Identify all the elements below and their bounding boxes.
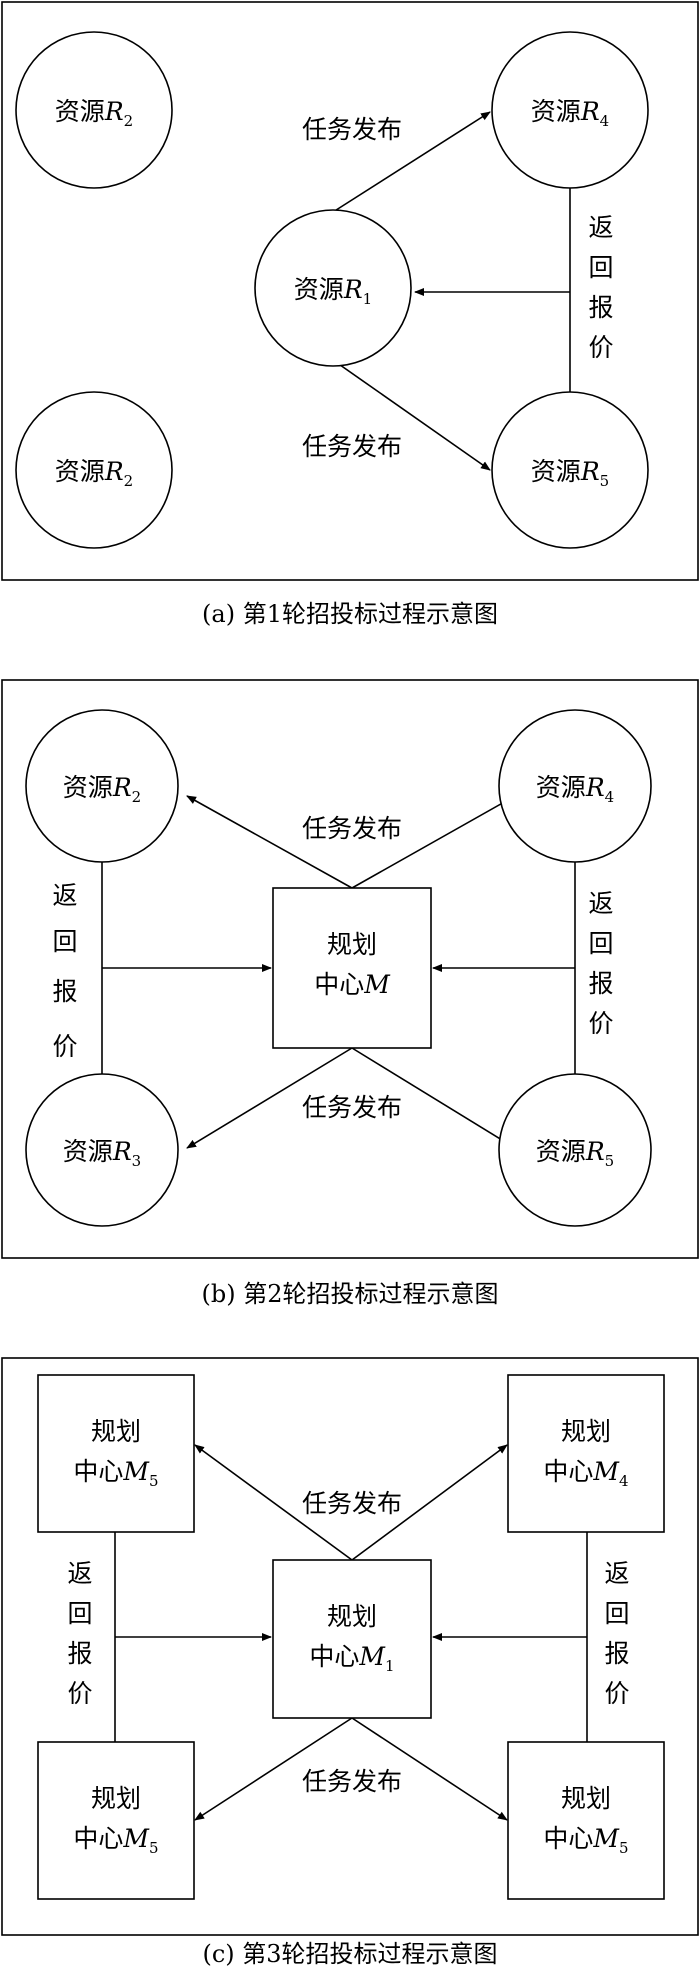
label-task-publish-bottom: 任务发布 bbox=[302, 1093, 402, 1122]
node-planning-center-tr: 规划 中心M4 bbox=[507, 1374, 665, 1533]
panel-b-frame bbox=[1, 679, 699, 1259]
svg-text:规划: 规划 bbox=[91, 1784, 141, 1813]
edge-center-r3 bbox=[186, 1047, 353, 1149]
svg-text:中心M5: 中心M5 bbox=[73, 1457, 158, 1490]
caption-c: (c) 第3轮招投标过程示意图 bbox=[202, 1940, 497, 1968]
label-right-bid-char-3: 报 bbox=[588, 969, 613, 998]
label-left-bid-char-1: 返 bbox=[67, 1559, 92, 1588]
label-right-bid-char-4: 价 bbox=[604, 1679, 629, 1708]
svg-text:资源R1: 资源R1 bbox=[294, 275, 372, 308]
node-resource-r2-bottom: 资源R2 bbox=[15, 391, 173, 549]
edge-center-bl bbox=[194, 1717, 353, 1821]
caption-a: (a) 第1轮招投标过程示意图 bbox=[202, 600, 498, 628]
svg-text:规划: 规划 bbox=[327, 930, 377, 959]
node-resource-r4: 资源R4 bbox=[491, 31, 649, 189]
node-resource-r5: 资源R5 bbox=[498, 1073, 652, 1227]
node-planning-center-m: 规划 中心M bbox=[272, 887, 432, 1049]
label-left-bid-char-4: 价 bbox=[52, 1032, 77, 1061]
label-left-bid-char-3: 报 bbox=[67, 1639, 92, 1668]
panel-b: 资源R2 资源R4 资源R3 资源R5 规划 中心M 任务发布 任务发布 返 回… bbox=[1, 679, 699, 1308]
caption-b: (b) 第2轮招投标过程示意图 bbox=[202, 1280, 499, 1308]
node-planning-center-br: 规划 中心M5 bbox=[507, 1741, 665, 1900]
label-task-publish-bottom: 任务发布 bbox=[302, 1767, 402, 1796]
node-resource-r1: 资源R1 bbox=[254, 209, 412, 367]
label-left-bid-char-4: 价 bbox=[67, 1679, 92, 1708]
edge-center-r4 bbox=[351, 795, 516, 889]
svg-text:资源R5: 资源R5 bbox=[536, 1137, 614, 1170]
edge-center-tl bbox=[194, 1444, 353, 1561]
node-resource-r2-top: 资源R2 bbox=[15, 31, 173, 189]
label-left-bid-char-1: 返 bbox=[52, 881, 77, 910]
svg-text:资源R4: 资源R4 bbox=[531, 97, 609, 130]
svg-text:资源R2: 资源R2 bbox=[55, 97, 133, 130]
svg-text:规划: 规划 bbox=[561, 1784, 611, 1813]
svg-text:规划: 规划 bbox=[561, 1417, 611, 1446]
label-right-bid-char-2: 回 bbox=[604, 1599, 629, 1628]
edge-center-br bbox=[351, 1717, 508, 1821]
svg-text:中心M4: 中心M4 bbox=[543, 1457, 628, 1490]
label-task-publish-top: 任务发布 bbox=[302, 814, 402, 843]
edge-center-tr bbox=[351, 1444, 508, 1561]
label-right-bid-char-1: 返 bbox=[588, 889, 613, 918]
svg-text:中心M5: 中心M5 bbox=[543, 1824, 628, 1857]
node-resource-r3: 资源R3 bbox=[25, 1073, 179, 1227]
label-right-bid-char-3: 报 bbox=[604, 1639, 629, 1668]
label-left-bid-char-3: 报 bbox=[52, 977, 77, 1006]
label-bid-char-4: 价 bbox=[588, 333, 613, 362]
label-right-bid-char-1: 返 bbox=[604, 1559, 629, 1588]
label-bid-char-3: 报 bbox=[588, 293, 613, 322]
node-planning-center-bl: 规划 中心M5 bbox=[37, 1741, 195, 1900]
label-right-bid-char-4: 价 bbox=[588, 1009, 613, 1038]
node-resource-r5: 资源R5 bbox=[491, 391, 649, 549]
label-bid-char-1: 返 bbox=[588, 213, 613, 242]
svg-text:资源R2: 资源R2 bbox=[55, 457, 133, 490]
node-resource-r4: 资源R4 bbox=[498, 709, 652, 863]
panel-a: 资源R2 资源R2 资源R1 资源R4 资源R5 任务发布 任务发布 返 回 报… bbox=[1, 1, 699, 628]
svg-text:资源R2: 资源R2 bbox=[63, 773, 141, 806]
svg-text:资源R3: 资源R3 bbox=[63, 1137, 141, 1170]
label-left-bid-char-2: 回 bbox=[52, 927, 77, 956]
edge-center-r2 bbox=[186, 795, 353, 889]
label-task-publish-bottom: 任务发布 bbox=[302, 432, 402, 461]
svg-text:中心M: 中心M bbox=[314, 970, 391, 999]
panel-a-frame bbox=[1, 1, 699, 581]
edge-r1-r5 bbox=[332, 359, 491, 471]
panel-c-frame bbox=[1, 1357, 699, 1936]
svg-text:规划: 规划 bbox=[327, 1602, 377, 1631]
svg-text:资源R4: 资源R4 bbox=[536, 773, 614, 806]
label-task-publish-top: 任务发布 bbox=[302, 115, 402, 144]
node-planning-center-m1: 规划 中心M1 bbox=[272, 1559, 432, 1719]
label-task-publish-top: 任务发布 bbox=[302, 1489, 402, 1518]
label-bid-char-2: 回 bbox=[588, 253, 613, 282]
svg-text:资源R5: 资源R5 bbox=[531, 457, 609, 490]
edge-center-r5 bbox=[351, 1047, 516, 1149]
panel-c: 规划 中心M5 规划 中心M4 规划 中心M1 规划 中心M5 规划 中心M5 … bbox=[1, 1357, 699, 1968]
node-planning-center-tl: 规划 中心M5 bbox=[37, 1374, 195, 1533]
svg-text:中心M5: 中心M5 bbox=[73, 1824, 158, 1857]
label-right-bid-char-2: 回 bbox=[588, 929, 613, 958]
node-resource-r2: 资源R2 bbox=[25, 709, 179, 863]
edge-r1-r4 bbox=[332, 111, 491, 213]
label-left-bid-char-2: 回 bbox=[67, 1599, 92, 1628]
svg-text:中心M1: 中心M1 bbox=[309, 1642, 394, 1675]
svg-text:规划: 规划 bbox=[91, 1417, 141, 1446]
